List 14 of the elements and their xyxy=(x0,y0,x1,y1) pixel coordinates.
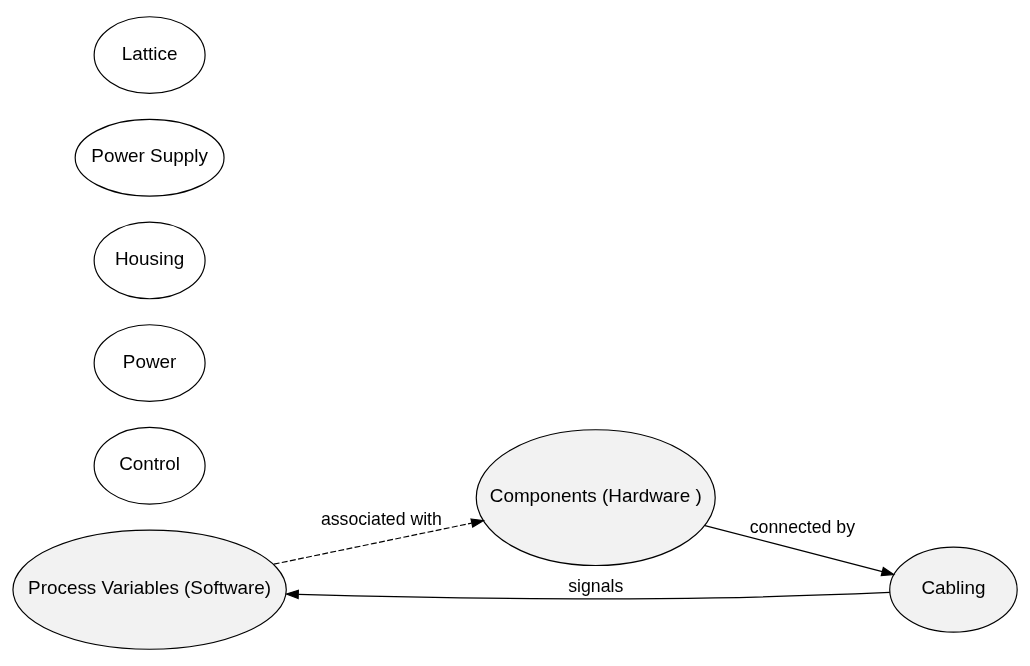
node-ellipse: Power xyxy=(93,324,206,403)
arrow xyxy=(284,589,891,600)
node-ellipse: Lattice xyxy=(93,16,206,95)
node-ellipse: Control xyxy=(93,426,206,505)
edge-label: signals xyxy=(568,576,624,597)
node-ellipse: Process Variables (Software) xyxy=(12,529,287,650)
arrow xyxy=(704,525,896,577)
edge-label: connected by xyxy=(749,517,855,538)
node-ellipse: Power Supply xyxy=(74,118,225,197)
node-ellipse: Components (Hardware ) xyxy=(475,429,716,567)
edge-label: associated with xyxy=(320,508,442,529)
node-ellipse: Housing xyxy=(93,221,206,300)
arrow xyxy=(273,518,486,565)
node-ellipse: Cabling xyxy=(889,546,1018,633)
